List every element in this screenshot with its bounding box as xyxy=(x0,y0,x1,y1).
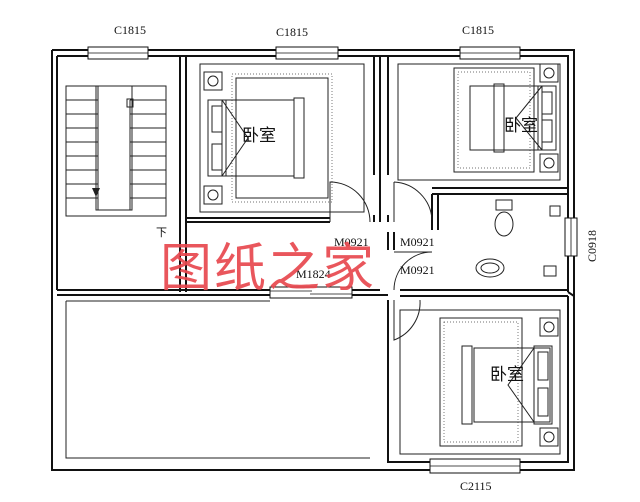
door-label-right-bedroom: M0921 xyxy=(400,235,435,249)
bedroom-2-furniture xyxy=(397,63,561,181)
room-label-bedroom-3: 卧室 xyxy=(490,365,524,385)
window-label-right-side: C0918 xyxy=(585,230,599,262)
door-label-left-bedroom: M0921 xyxy=(334,235,369,249)
balcony-sliding-door xyxy=(269,286,353,299)
door-label-bathroom: M0921 xyxy=(400,263,435,277)
bathroom-fixtures xyxy=(475,199,561,278)
lower-door-swing xyxy=(393,299,421,341)
window-label-top-right: C1815 xyxy=(462,23,494,37)
nightstand xyxy=(539,153,559,173)
window-label-top-left: C1815 xyxy=(114,23,146,37)
toilet xyxy=(494,211,514,237)
nightstand xyxy=(203,185,223,205)
room-label-bedroom-1: 卧室 xyxy=(242,126,276,146)
nightstand xyxy=(203,71,223,91)
left-bedroom-door-swing xyxy=(329,181,371,223)
door-label-balcony: M1824 xyxy=(296,267,331,281)
watermark: 图纸之家 xyxy=(160,239,376,299)
nightstand xyxy=(539,317,559,337)
window-label-bottom: C2115 xyxy=(460,479,492,493)
room-label-bedroom-2: 卧室 xyxy=(504,116,538,136)
outer-walls xyxy=(51,49,575,471)
window-label-top-middle: C1815 xyxy=(276,25,308,39)
bedroom-1-furniture xyxy=(199,63,365,213)
nightstand xyxy=(539,63,559,83)
bathroom-door-swing xyxy=(393,251,433,291)
doors xyxy=(269,181,433,341)
right-bedroom-door-swing xyxy=(393,181,433,222)
nightstand xyxy=(539,427,559,447)
washbasin xyxy=(475,258,505,278)
stair-down-mark: 下 xyxy=(156,227,167,239)
floor-drain xyxy=(543,265,557,277)
interior-walls xyxy=(57,56,568,305)
staircase: 下 xyxy=(65,85,167,239)
windows xyxy=(87,46,578,474)
bedroom-3-furniture xyxy=(399,309,561,455)
stair-arrowhead xyxy=(92,188,100,197)
